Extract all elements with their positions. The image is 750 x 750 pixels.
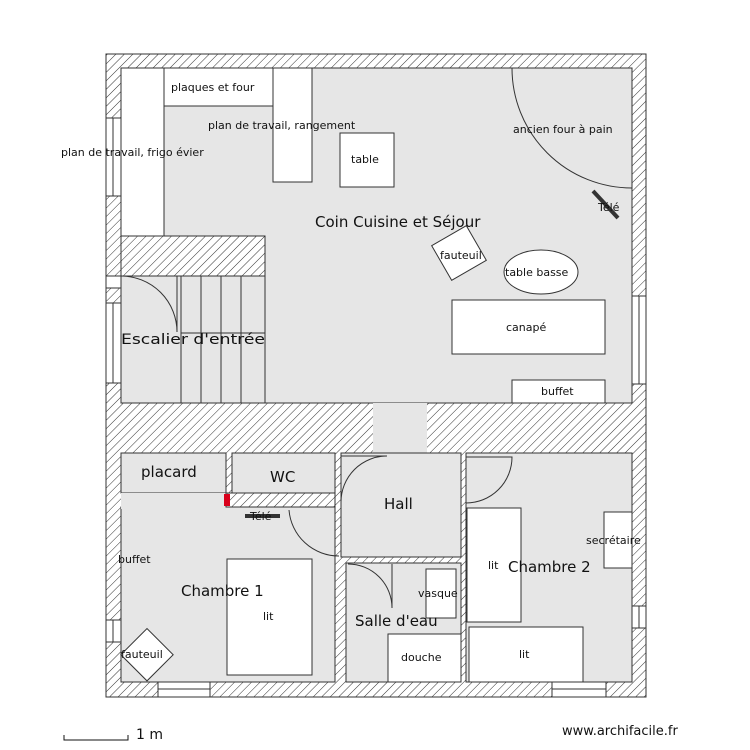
label-ancien-four: ancien four à pain — [513, 123, 613, 136]
label-lit-ch2a: lit — [488, 559, 499, 572]
floor-hall — [340, 452, 462, 558]
ch1-door-swing — [288, 509, 340, 557]
footer-url: www.archifacile.fr — [562, 724, 678, 739]
scale-bar — [63, 735, 129, 741]
label-buffet-sejour: buffet — [541, 385, 574, 398]
scale-label: 1 m — [136, 727, 163, 743]
label-placard: placard — [141, 463, 197, 481]
label-chambre1: Chambre 1 — [181, 582, 264, 600]
stair-door-swing — [120, 275, 178, 333]
label-fauteuil-ch1: fauteuil — [121, 648, 163, 661]
counter-frigo-evier — [120, 67, 165, 237]
four-arc — [511, 67, 633, 189]
tele-sejour-shape — [591, 189, 620, 220]
douche-shape — [387, 633, 462, 683]
door-marker — [224, 494, 230, 506]
label-wc: WC — [270, 468, 295, 486]
lit-ch1-shape — [226, 558, 313, 676]
label-table: table — [351, 153, 379, 166]
label-table-basse: table basse — [505, 266, 569, 279]
wc-door-swing — [340, 455, 388, 503]
lit-ch2a-shape — [466, 507, 522, 623]
ch2-door-swing — [465, 456, 513, 504]
label-plan-travail-frigo: plan de travail, frigo évier — [61, 146, 204, 159]
counter-plaques-four — [163, 67, 274, 107]
label-secretaire: secrétaire — [586, 534, 641, 547]
windows — [105, 117, 647, 698]
label-canape: canapé — [506, 321, 546, 334]
label-plaques-four: plaques et four — [171, 81, 255, 94]
label-salle-eau: Salle d'eau — [355, 612, 438, 630]
label-tele-sejour: Télé — [597, 201, 620, 214]
table-basse-shape — [503, 249, 579, 295]
label-lit-ch2b: lit — [519, 648, 530, 661]
secretaire-shape — [603, 511, 633, 569]
counter-rangement — [272, 67, 313, 183]
label-douche: douche — [401, 651, 442, 664]
label-fauteuil-sejour: fauteuil — [440, 249, 482, 262]
fauteuil-sejour-shape — [430, 224, 488, 282]
fauteuil-ch1-shape — [120, 627, 174, 682]
buffet-sejour-shape — [511, 379, 606, 404]
label-chambre2: Chambre 2 — [508, 558, 591, 576]
sde-door-swing — [347, 563, 393, 609]
floor-passage — [373, 403, 427, 453]
label-vasque: vasque — [418, 587, 458, 600]
label-escalier: Escalier d'entrée — [121, 332, 265, 348]
floor-placard — [120, 452, 227, 494]
stair-steps — [180, 276, 265, 403]
partition-wc — [225, 492, 336, 508]
label-plan-travail-rangement: plan de travail, rangement — [208, 119, 356, 132]
label-coin-cuisine: Coin Cuisine et Séjour — [315, 213, 481, 231]
floor-chambre1-top — [121, 493, 226, 509]
table-sejour — [339, 132, 395, 188]
label-buffet-ch1: buffet — [118, 553, 151, 566]
vasque-shape — [425, 568, 457, 619]
label-lit-ch1: lit — [263, 610, 274, 623]
canape-shape — [451, 299, 606, 355]
label-tele-ch1: Télé — [249, 510, 272, 523]
label-hall: Hall — [384, 495, 413, 513]
lit-ch2b-shape — [468, 626, 584, 683]
